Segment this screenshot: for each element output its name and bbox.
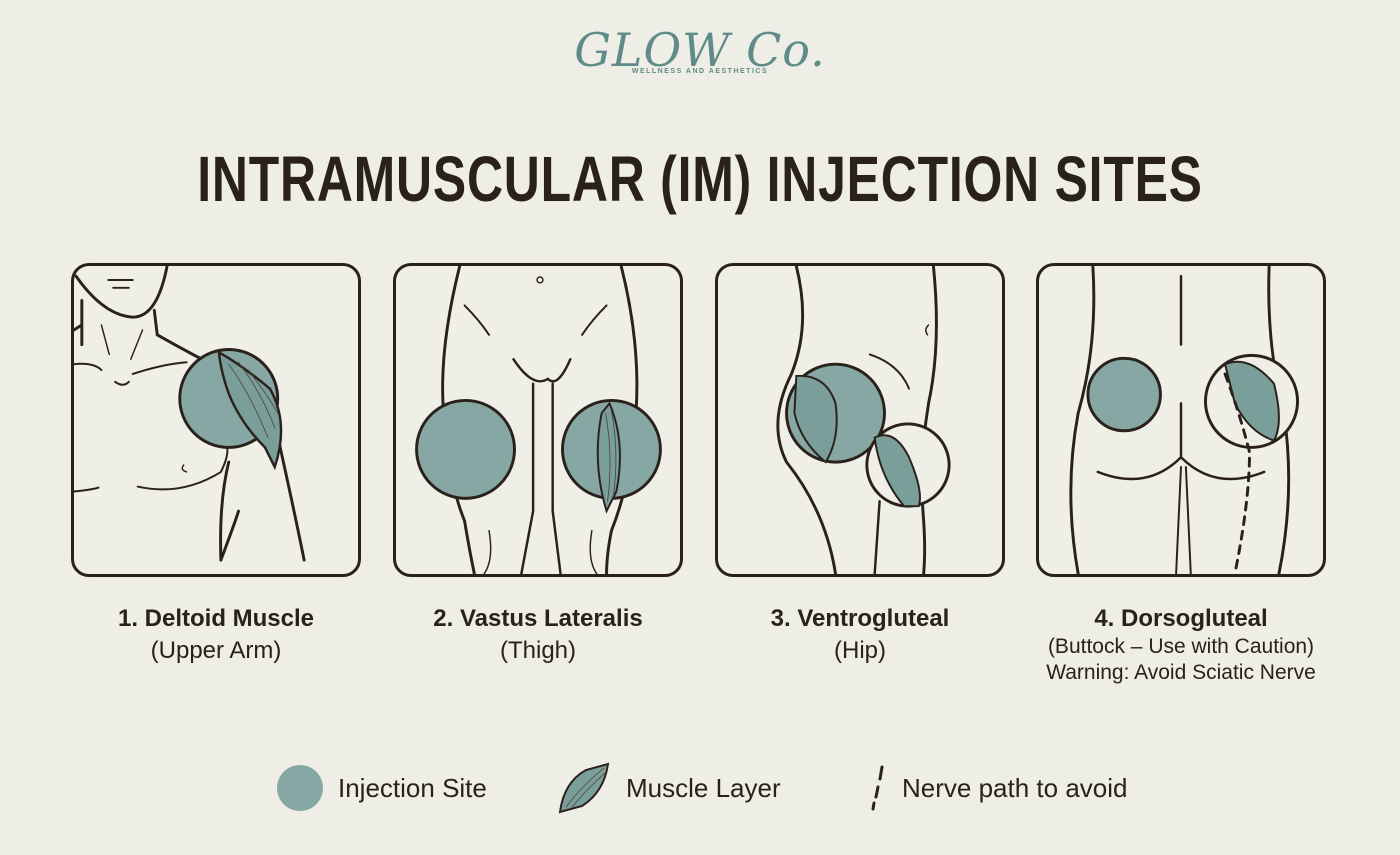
site-warning: Warning: Avoid Sciatic Nerve — [1046, 661, 1316, 684]
sciatic-nerve-path — [1223, 372, 1252, 574]
vastus-lateralis-illustration — [415, 266, 662, 574]
legend-item-nerve-path: Nerve path to avoid — [868, 762, 1127, 814]
ventrogluteal-illustration — [776, 266, 951, 574]
panel-vastus-lateralis — [393, 263, 683, 577]
site-subtitle: (Hip) — [834, 637, 886, 664]
injection-site-circle-left — [415, 398, 516, 500]
site-subtitle: (Thigh) — [499, 637, 577, 664]
brand-name: GLOW Co. — [574, 23, 826, 77]
legend-label: Nerve path to avoid — [902, 772, 1128, 803]
legend-item-injection-site: Injection Site — [276, 762, 487, 814]
site-name: 3. Ventrogluteal — [770, 605, 950, 632]
panel-deltoid — [71, 263, 361, 577]
site-subtitle: (Buttock – Use with Caution) — [1047, 635, 1315, 658]
caption-deltoid: 1. Deltoid Muscle (Upper Arm) — [46, 605, 386, 665]
deltoid-illustration — [74, 266, 306, 562]
legend-label: Muscle Layer — [626, 772, 781, 803]
injection-site-circle-left — [1086, 356, 1162, 433]
legend-item-muscle-layer: Muscle Layer — [556, 762, 781, 814]
injection-site-circle-icon — [277, 765, 323, 811]
caption-dorsogluteal: 4. Dorsogluteal (Buttock – Use with Caut… — [1011, 605, 1351, 685]
caption-ventrogluteal: 3. Ventrogluteal (Hip) — [690, 605, 1030, 665]
page-title: INTRAMUSCULAR (IM) INJECTION SITES — [197, 143, 1203, 215]
legend: Injection Site Muscle Layer Nerve path t… — [0, 762, 1400, 814]
site-subtitle: (Upper Arm) — [150, 637, 282, 664]
caption-vastus-lateralis: 2. Vastus Lateralis (Thigh) — [368, 605, 708, 665]
muscle-layer-icon — [558, 762, 610, 814]
legend-label: Injection Site — [338, 772, 487, 803]
site-name: 4. Dorsogluteal — [1094, 605, 1268, 632]
brand-tagline: WELLNESS AND AESTHETICS — [631, 68, 769, 75]
dorsogluteal-illustration — [1069, 266, 1300, 574]
site-name: 2. Vastus Lateralis — [433, 605, 643, 632]
site-name: 1. Deltoid Muscle — [117, 605, 315, 632]
panel-ventrogluteal — [715, 263, 1005, 577]
brand-logo: GLOW Co. WELLNESS AND AESTHETICS — [0, 23, 1400, 77]
panel-dorsogluteal — [1036, 263, 1326, 577]
nerve-path-dashed-icon — [871, 765, 884, 811]
